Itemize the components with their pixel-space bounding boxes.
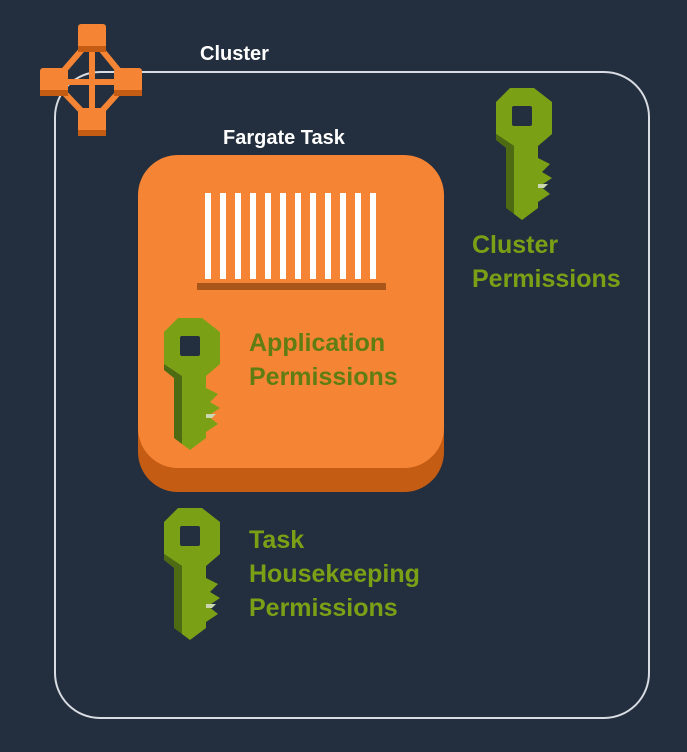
task-label: Fargate Task — [223, 127, 345, 149]
housekeeping-permissions-line3: Permissions — [249, 594, 398, 622]
application-permissions-line1: Application — [249, 329, 386, 357]
housekeeping-permissions-label: Task Housekeeping Permissions — [249, 523, 420, 625]
cluster-label: Cluster — [200, 43, 269, 65]
housekeeping-permissions-line2: Housekeeping — [249, 560, 420, 588]
cluster-permissions-line2: Permissions — [472, 265, 621, 293]
ecs-cluster-icon — [40, 24, 142, 136]
application-permissions-label: Application Permissions — [249, 326, 398, 394]
housekeeping-permissions-line1: Task — [249, 526, 305, 554]
key-icon — [496, 88, 552, 220]
cluster-permissions-label: Cluster Permissions — [472, 228, 621, 296]
application-permissions-line2: Permissions — [249, 363, 398, 391]
key-icon — [164, 318, 220, 450]
key-icon — [164, 508, 220, 640]
cluster-boundary — [54, 71, 650, 719]
cluster-permissions-line1: Cluster — [472, 231, 559, 259]
